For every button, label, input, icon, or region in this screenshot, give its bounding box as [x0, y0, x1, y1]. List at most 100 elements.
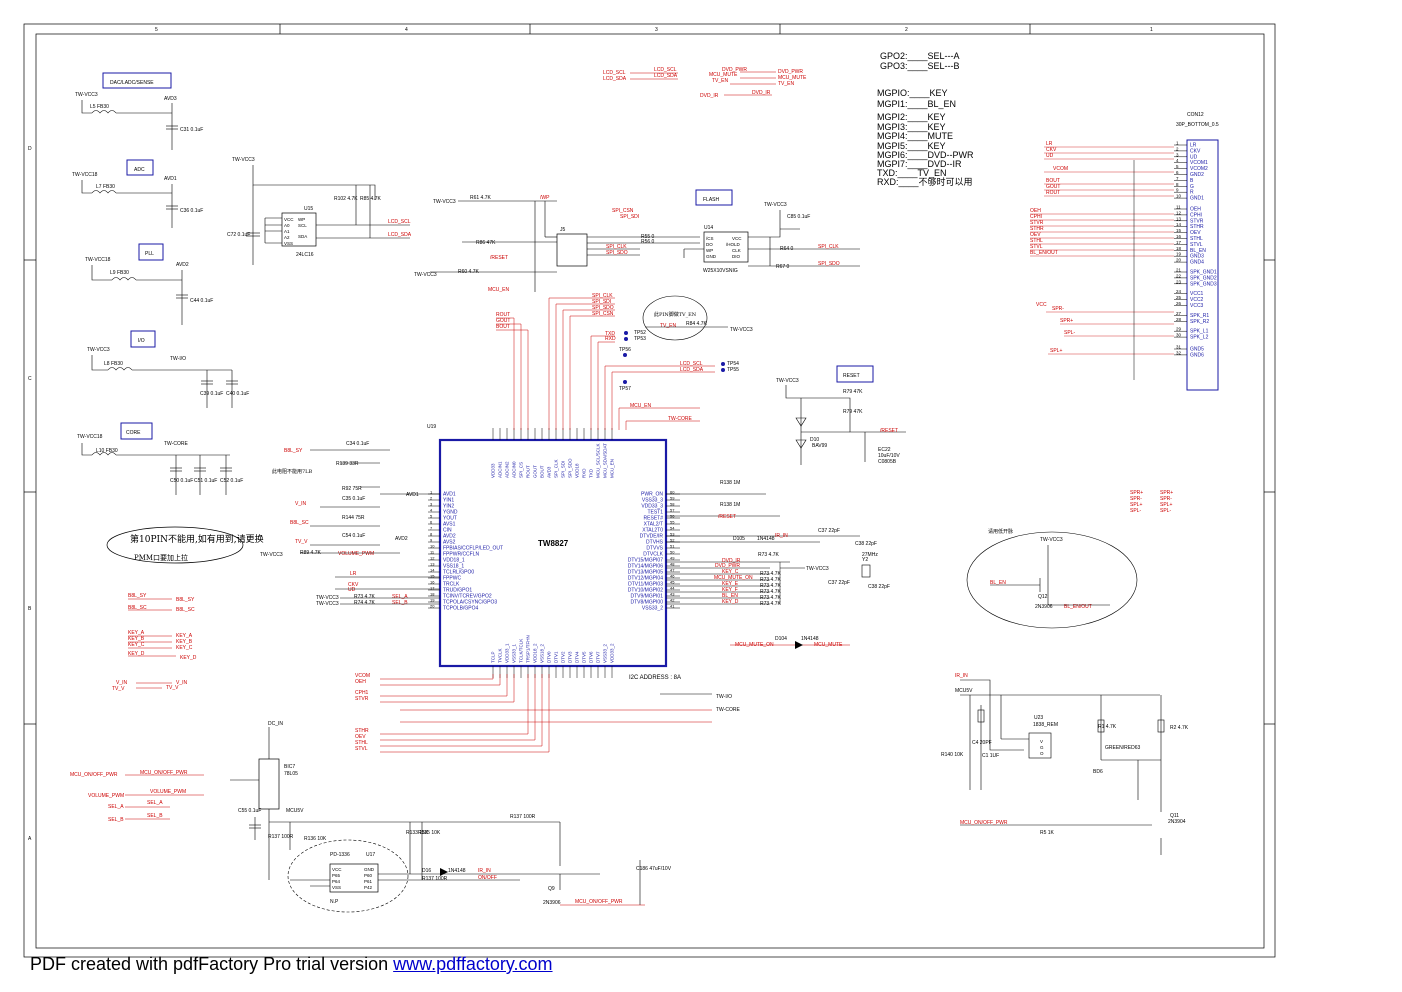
pin-name: VDD33_1 — [505, 643, 510, 663]
net-label: VOLUME_PWM — [150, 789, 186, 795]
top-nets: LCD_SCL LCD_SCL LCD_SDA LCD_SDA DVD_PWR … — [603, 67, 807, 99]
net-label: TV_EN — [778, 81, 795, 87]
diode-d104 — [795, 641, 803, 649]
pin-name: VDD33 — [491, 463, 496, 478]
pin-name: VSS18_1 — [443, 564, 464, 570]
note-line: MGPI1:____BL_EN — [877, 99, 956, 109]
net-label: VOLUME_PWM — [88, 793, 124, 799]
pin-number: 25 — [1176, 295, 1182, 300]
part-label: R73 4.7K — [760, 571, 782, 577]
net-label: KEY_B — [176, 639, 193, 645]
pin-label: WP — [298, 217, 305, 222]
part-label: R1 4.7K — [1098, 724, 1117, 730]
pdf-footer: PDF created with pdfFactory Pro trial ve… — [30, 954, 553, 975]
pin-name: DTV0 — [547, 651, 552, 663]
pin-number: 60 — [670, 490, 675, 495]
part-label: R55 0 — [641, 234, 655, 240]
u17-wires — [290, 821, 641, 905]
footer-link[interactable]: www.pdffactory.com — [393, 954, 553, 974]
backlight-transistor — [990, 545, 1110, 606]
net-label: RXD — [605, 336, 616, 342]
net-label: ROUT — [496, 312, 510, 318]
row-label: A — [28, 836, 32, 842]
net-label: SPL+ — [1130, 502, 1142, 508]
net-label: SPI_SDI — [592, 299, 611, 305]
chip-bottom-bus — [380, 674, 712, 753]
net-label: LCD_SDA — [654, 73, 678, 79]
pin-number: 44 — [670, 586, 675, 591]
part-name: PD-1336 — [330, 852, 350, 858]
tp-label: TP52 — [634, 330, 646, 336]
part-label: C34 0.1uF — [346, 441, 369, 447]
part-label: R135 10K — [418, 830, 441, 836]
net-label: SEL_B — [392, 600, 408, 606]
note-line: RXD:____不够时可以用 — [877, 176, 973, 187]
net-label: LCD_SDA — [603, 76, 627, 82]
pin-name: R — [1190, 190, 1194, 196]
net-label: CKV — [1046, 147, 1057, 153]
u17-diode-labels: D16 1N4148 R137 100R — [422, 868, 466, 882]
part-label: R61 4.7K — [470, 195, 492, 201]
net-label: SEL_B — [108, 817, 124, 823]
part-label: R85 4.7K — [360, 196, 382, 202]
part-label: 2N3904 — [1168, 819, 1186, 825]
part-label: R139 33R — [336, 461, 359, 467]
net-label: MCU_ON/OFF_PWR — [70, 772, 118, 778]
pin-number: 6 — [430, 520, 433, 525]
pin-number: 20 — [430, 604, 435, 609]
bic7-nets: MCU_ON/OFF_PWR MCU_ON/OFF_PWR VOLUME_PWM… — [70, 770, 188, 823]
connector-nets: LR CKV UD VCOM BOUT GOUT ROUT OEH CPHI S… — [1030, 141, 1075, 354]
part-label: C35 0.1uF — [342, 496, 365, 502]
net-bl-en: BL_EN — [990, 580, 1006, 586]
note-ellipse — [106, 526, 244, 564]
block-adc: ADC — [134, 167, 145, 173]
pin-number: 22 — [1176, 273, 1182, 278]
part-label: R73 4.7K — [760, 583, 782, 589]
pin-name: SPK_L1 — [1190, 329, 1209, 335]
net-label: GOUT — [1046, 184, 1060, 190]
pin-number: 28 — [1176, 317, 1182, 322]
net-label: DVD_PWR — [778, 69, 803, 75]
part-label: C38 22pF — [855, 541, 877, 547]
part-label: R137 100R — [422, 876, 448, 882]
pin-number: 4 — [430, 508, 433, 513]
chip-name: TW8827 — [538, 539, 569, 548]
pin-name: TCPOLB/GPO4 — [443, 606, 479, 612]
pin-name: AVD3 — [547, 466, 552, 478]
net-label: STHR — [355, 728, 369, 734]
part-label: C0805B — [878, 459, 897, 465]
u15-labels: TW-VCC3 C72 0.1uF R102 4.7K R85 4.7K — [227, 157, 382, 238]
pin-name: MCU_SDA/SDAT — [603, 443, 608, 478]
left-net-labels: B8L_SY B8L_SY B8L_SC B8L_SC KEY_A KEY_A … — [112, 593, 197, 692]
u17-nets: IR_IN ON/OFF MCU_ON/OFF_PWR — [478, 868, 623, 905]
net-label: TV_V — [166, 685, 179, 691]
pin-number: 51 — [670, 544, 675, 549]
gpio-notes: GPO2:____SEL---A GPO3:____SEL---B MGPIO:… — [877, 51, 974, 187]
pin-name: PWR_ON — [641, 492, 663, 498]
net-label: VCOM — [1053, 166, 1068, 172]
pin-label: P64 — [332, 879, 341, 884]
part-label: L10 FB30 — [96, 448, 118, 454]
pin-name: TVCLK — [498, 648, 503, 663]
pin-name: ADCIN1 — [498, 461, 503, 478]
pin-name: YIN1 — [443, 498, 454, 504]
net-lcd-sda: LCD_SDA — [388, 232, 412, 238]
part-label: D16 — [422, 868, 431, 874]
pin-name: TXD — [589, 468, 594, 478]
pin-label: DO — [706, 242, 713, 247]
net-label: SPL+ — [1160, 502, 1172, 508]
pin-number: 14 — [1176, 222, 1182, 227]
top-net-lines — [630, 71, 776, 96]
part-label: R137 100R — [268, 834, 294, 840]
pin-name: VSS33_3 — [642, 498, 663, 504]
part-label: L7 FB30 — [96, 184, 115, 190]
pin-number: 7 — [430, 526, 433, 531]
pin-number: 10 — [430, 544, 435, 549]
net-label: TW-VCC3 — [806, 566, 829, 572]
pin-label: /CS — [706, 236, 714, 241]
pin-name: SPK_GND1 — [1190, 270, 1217, 276]
left-net-lines — [128, 598, 176, 689]
pin-number: 12 — [430, 556, 435, 561]
pin-name: DTV10/MGPI02 — [628, 588, 664, 594]
pin-label: P42 — [364, 885, 373, 890]
